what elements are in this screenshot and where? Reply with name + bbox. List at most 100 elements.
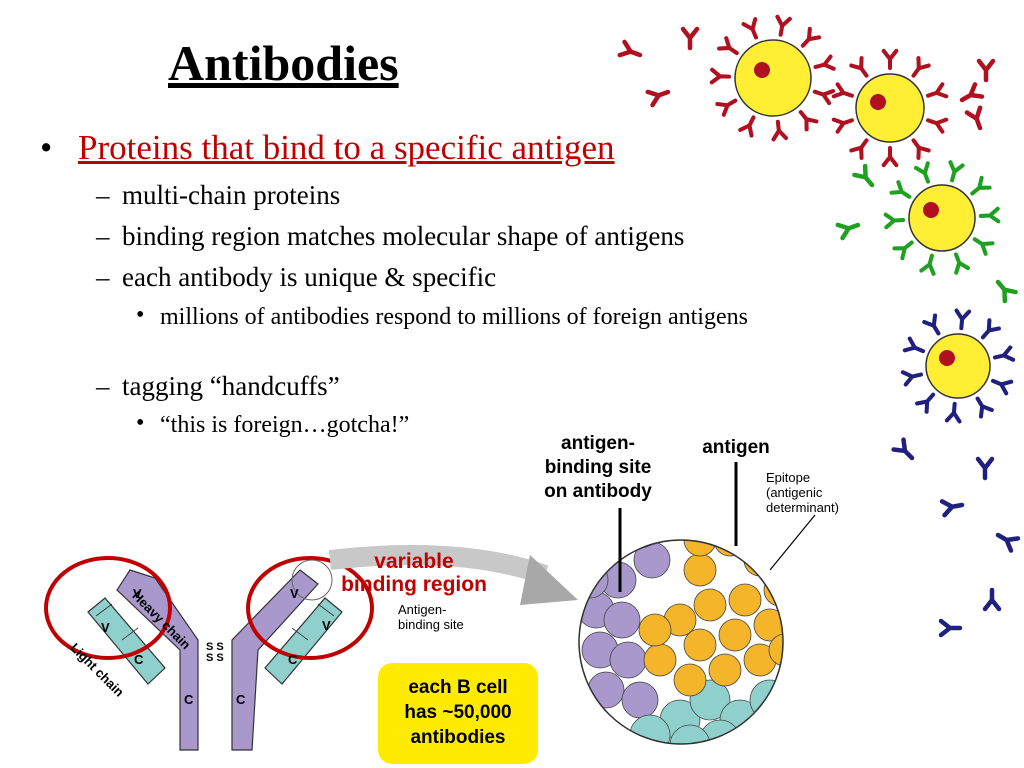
dash-glyph: –: [96, 371, 110, 401]
label-line: binding region: [341, 573, 487, 596]
antibody-y-icon: [883, 212, 906, 230]
label-line: binding site: [544, 457, 652, 478]
antibody-y-icon: [738, 115, 756, 138]
bullet-glyph: •: [40, 128, 53, 167]
antibody-y-icon: [976, 58, 996, 83]
slide-title: Antibodies: [168, 35, 399, 91]
dash-glyph: –: [96, 262, 110, 292]
subpoint-text: each antibody is unique & specific: [122, 262, 497, 292]
b-cell-blue: [925, 333, 991, 399]
subsub-text: millions of antibodies respond to millio…: [160, 304, 748, 330]
antibody-y-icon: [975, 456, 995, 481]
antibody-y-icon: [982, 587, 1002, 612]
antibody-y-icon: [889, 180, 912, 199]
antibody-y-icon: [953, 252, 971, 275]
antibody-y-icon: [995, 279, 1018, 304]
heavy-chain-right: [231, 569, 319, 751]
label-line: determinant): [766, 500, 839, 515]
right-binding-region-ring: [246, 556, 374, 660]
antibody-y-icon: [813, 54, 836, 71]
antibody-y-icon: [911, 138, 931, 160]
antibody-y-icon: [964, 105, 983, 131]
domain-v-heavy-left: V: [133, 586, 142, 601]
antibody-y-icon: [617, 39, 643, 58]
subpoint-text: tagging “handcuffs”: [122, 371, 340, 401]
label-line: Antigen-: [398, 602, 447, 617]
subpoint-text: multi-chain proteins: [122, 180, 341, 210]
label-line: antigen-: [561, 433, 635, 454]
antibody-y-icon: [902, 336, 926, 354]
domain-v-light-right: V: [322, 618, 331, 633]
zoom-arrow: [328, 545, 549, 585]
antibody-y-icon: [709, 67, 732, 85]
antibody-y-icon: [771, 119, 789, 142]
dash-glyph: –: [96, 180, 110, 210]
antibody-y-icon: [919, 253, 936, 276]
label-antigen: antigen: [702, 437, 770, 458]
disulfide-bond: S S S S: [206, 642, 224, 664]
antibody-y-icon: [831, 82, 854, 99]
subpoint-text: binding region matches molecular shape o…: [122, 221, 685, 251]
antibody-y-icon: [881, 48, 899, 71]
domain-v-heavy-right: V: [290, 586, 299, 601]
callout-50000-antibodies: each B cell has ~50,000 antibodies: [378, 663, 538, 764]
left-binding-region-ring: [44, 556, 172, 660]
light-chain-right: [264, 597, 343, 685]
antibody-y-icon: [775, 14, 792, 37]
light-chain-left: [87, 597, 166, 685]
antibody-y-icon: [892, 240, 914, 261]
b-cell-red-1: [734, 39, 812, 117]
callout-line: each B cell: [408, 677, 508, 698]
antibody-y-icon: [922, 313, 941, 336]
antibody-y-icon: [959, 82, 985, 103]
antibody-y-icon: [812, 89, 836, 106]
domain-c-light-right: C: [288, 652, 298, 667]
label-variable-binding-region: variable binding region: [322, 550, 506, 596]
antibody-y-icon: [798, 110, 819, 132]
antibody-y-icon: [852, 163, 875, 188]
domain-c-light-left: C: [134, 652, 144, 667]
antibody-y-icon: [978, 206, 1001, 224]
antibody-structure: [44, 556, 374, 751]
antibody-y-icon: [891, 437, 915, 461]
domain-v-light-left: V: [101, 620, 110, 635]
b-cell-red-2: [855, 73, 925, 143]
callout-line: has ~50,000: [404, 702, 512, 723]
antibody-y-icon: [680, 26, 700, 51]
antibody-y-icon: [948, 160, 965, 183]
label-line: variable: [374, 550, 454, 573]
antibody-y-icon: [995, 532, 1021, 553]
antibody-y-icon: [881, 145, 899, 168]
antibody-y-icon: [990, 378, 1014, 396]
antibody-y-icon: [939, 499, 965, 518]
antibody-y-icon: [800, 26, 822, 48]
antibody-y-icon: [831, 117, 854, 134]
antibody-y-icon: [980, 318, 1001, 340]
antibody-y-icon: [849, 138, 869, 160]
antibody-y-icon: [911, 56, 931, 78]
label-line: Epitope: [766, 470, 811, 485]
label-antigen-binding-site: Antigen- binding site: [398, 602, 464, 632]
antibody-y-icon: [926, 117, 949, 134]
antibody-y-icon: [938, 618, 963, 638]
ss-label: S S: [206, 652, 224, 664]
label-line: on antibody: [544, 481, 652, 502]
antibody-y-icon: [926, 82, 949, 99]
antibody-y-icon: [913, 161, 931, 184]
bullet-glyph: •: [136, 302, 145, 328]
b-cell-green: [908, 184, 976, 252]
heavy-chain-left: [116, 569, 199, 751]
antibody-y-icon: [715, 98, 738, 117]
antibody-y-icon: [972, 237, 995, 256]
label-antigen-binding-site-on-antibody: antigen- binding site on antibody: [526, 432, 670, 504]
antibody-y-icon: [645, 89, 671, 108]
bullet-glyph: •: [136, 410, 145, 436]
antibody-y-icon: [970, 175, 992, 196]
antibody-y-icon: [717, 36, 739, 56]
ss-label: S S: [206, 641, 224, 653]
antibody-y-icon: [975, 396, 994, 419]
dash-glyph: –: [96, 221, 110, 251]
antibody-y-shapes: [617, 14, 1021, 638]
callout-line: antibodies: [410, 727, 506, 748]
